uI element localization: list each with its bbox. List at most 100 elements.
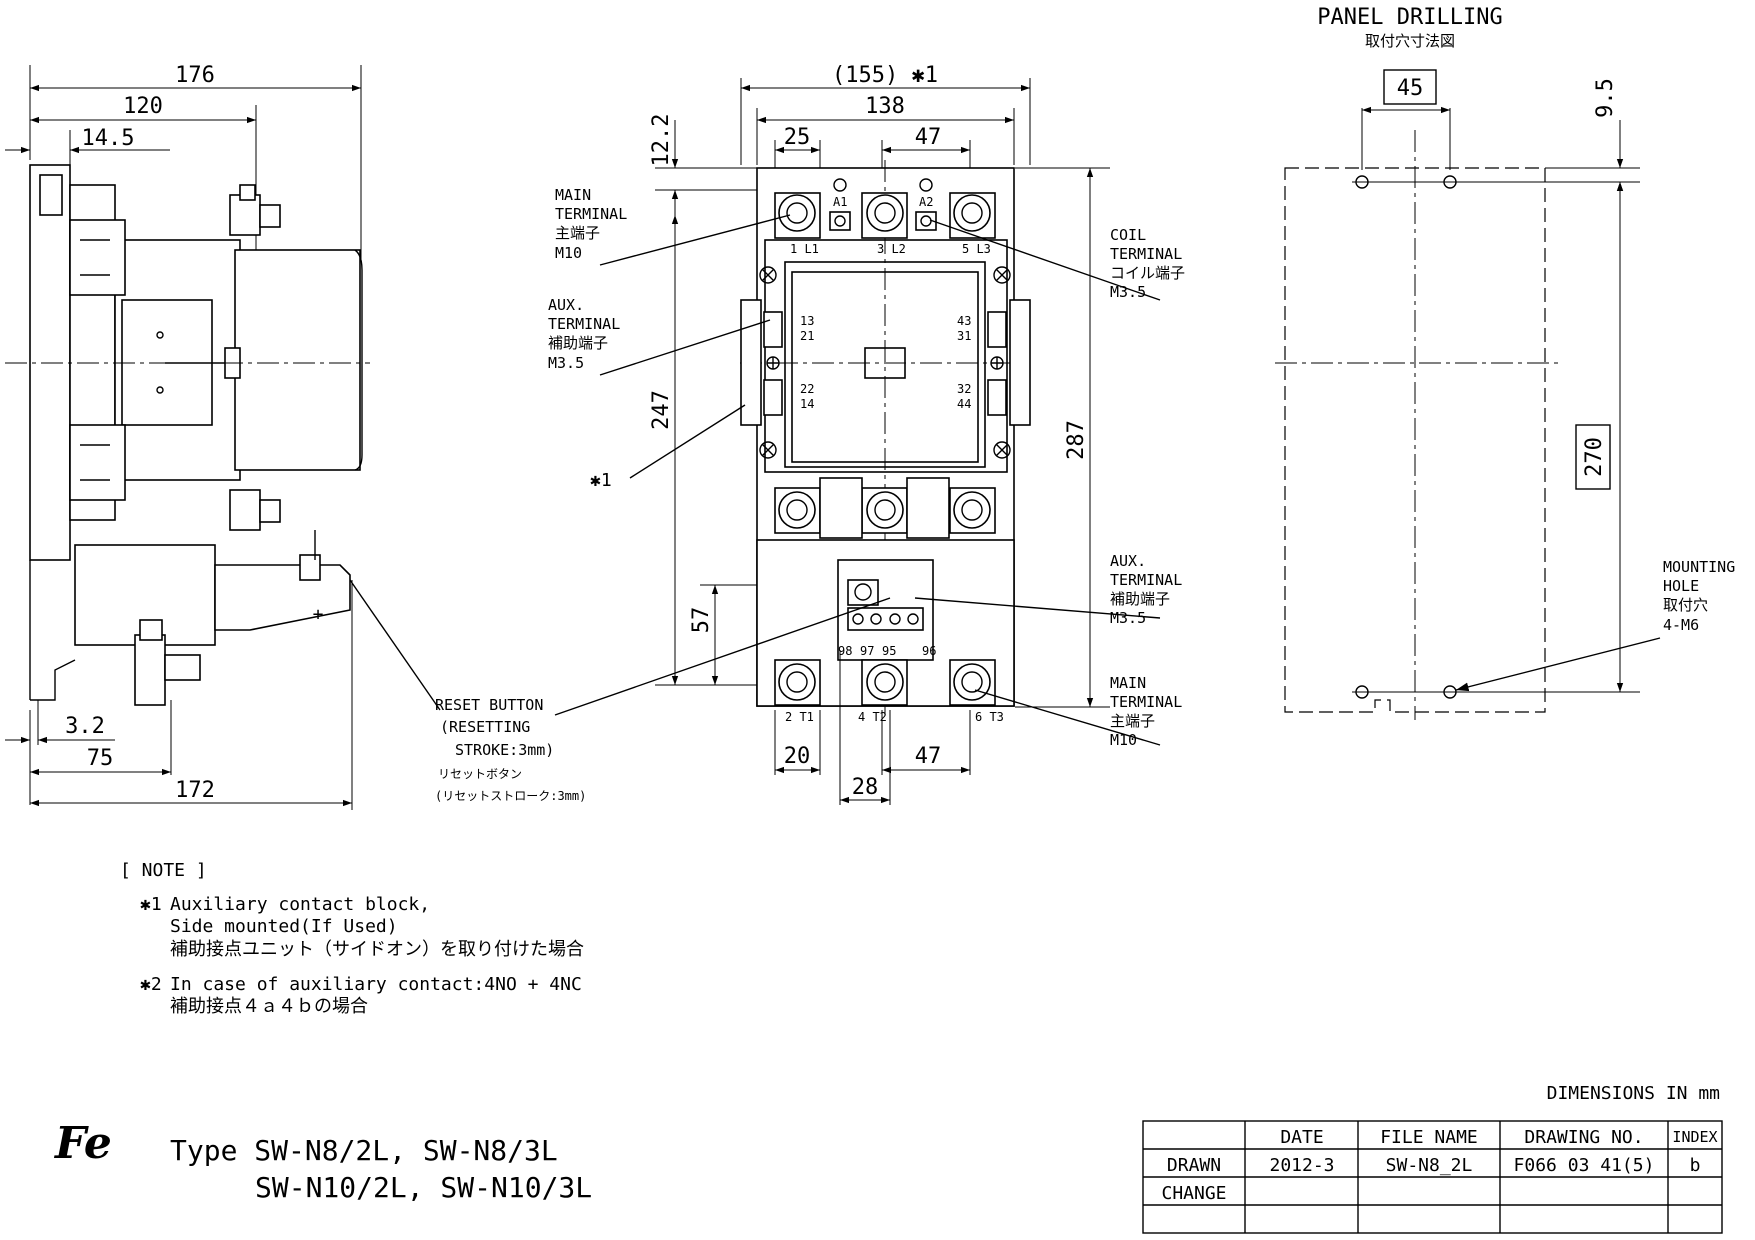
top-terminals bbox=[774, 178, 996, 239]
mount-label-4: 4-M6 bbox=[1663, 616, 1699, 634]
note1-mark: ✱1 bbox=[140, 894, 162, 915]
label-96: 96 bbox=[922, 644, 936, 658]
th-drawing: DRAWING NO. bbox=[1524, 1127, 1643, 1148]
bottom-terminals bbox=[774, 659, 996, 706]
svg-text:AUX.: AUX. bbox=[548, 296, 584, 314]
label-95: 95 bbox=[882, 644, 896, 658]
svg-text:主端子: 主端子 bbox=[555, 224, 600, 242]
callout-aux-right: AUX. TERMINAL 補助端子 M3.5 bbox=[1110, 552, 1182, 627]
svg-text:補助端子: 補助端子 bbox=[548, 334, 608, 352]
label-t3: 6 T3 bbox=[975, 710, 1004, 724]
label-21: 21 bbox=[800, 329, 814, 343]
dim-176: 176 bbox=[175, 63, 215, 88]
panel-dim-270: 270 bbox=[1582, 437, 1607, 477]
panel-title: PANEL DRILLING bbox=[1317, 5, 1502, 30]
svg-text:AUX.: AUX. bbox=[1110, 552, 1146, 570]
dim-47-bottom: 47 bbox=[915, 744, 942, 769]
row-drawn-date: 2012-3 bbox=[1269, 1155, 1334, 1176]
dim-28: 28 bbox=[852, 775, 879, 800]
label-13: 13 bbox=[800, 314, 814, 328]
label-t1: 2 T1 bbox=[785, 710, 814, 724]
fe-logo: Fe bbox=[53, 1118, 112, 1169]
dim-75: 75 bbox=[87, 746, 114, 771]
note2-line2: 補助接点４ａ４ｂの場合 bbox=[170, 996, 368, 1017]
callout-reset: RESET BUTTON (RESETTING STROKE:3mm) リセット… bbox=[435, 696, 586, 803]
dim-25: 25 bbox=[784, 125, 811, 150]
notes-header: [ NOTE ] bbox=[120, 860, 207, 881]
label-a1: A1 bbox=[833, 195, 847, 209]
dim-172: 172 bbox=[175, 778, 215, 803]
type-line-1: Type SW-N8/2L, SW-N8/3L bbox=[170, 1134, 558, 1167]
row-drawn-index: b bbox=[1690, 1155, 1701, 1176]
row-change-label: CHANGE bbox=[1161, 1183, 1226, 1204]
plus-mark: + bbox=[313, 604, 324, 625]
dim-14-5: 14.5 bbox=[82, 126, 135, 151]
svg-text:主端子: 主端子 bbox=[1110, 712, 1155, 730]
callout-aux-left: AUX. TERMINAL 補助端子 M3.5 bbox=[548, 296, 620, 372]
svg-text:M3.5: M3.5 bbox=[1110, 609, 1146, 627]
svg-text:M3.5: M3.5 bbox=[1110, 283, 1146, 301]
mount-label-2: HOLE bbox=[1663, 577, 1699, 595]
callout-star1: ✱1 bbox=[590, 470, 612, 491]
label-32: 32 bbox=[957, 382, 971, 396]
notes: [ NOTE ] ✱1 Auxiliary contact block, Sid… bbox=[120, 860, 584, 1017]
dim-155: (155) ✱1 bbox=[832, 63, 938, 88]
svg-text:STROKE:3mm): STROKE:3mm) bbox=[455, 741, 554, 759]
label-l2: 3 L2 bbox=[877, 242, 906, 256]
svg-text:TERMINAL: TERMINAL bbox=[1110, 571, 1182, 589]
units-label: DIMENSIONS IN mm bbox=[1547, 1083, 1720, 1104]
th-date: DATE bbox=[1280, 1127, 1323, 1148]
label-31: 31 bbox=[957, 329, 971, 343]
label-l1: 1 L1 bbox=[790, 242, 819, 256]
panel-dim-9-5: 9.5 bbox=[1593, 78, 1618, 118]
mount-label-3: 取付穴 bbox=[1663, 596, 1708, 614]
th-file: FILE NAME bbox=[1380, 1127, 1478, 1148]
note1-line3: 補助接点ユニット（サイドオン）を取り付けた場合 bbox=[170, 939, 584, 960]
panel-dim-45: 45 bbox=[1397, 76, 1424, 101]
svg-text:COIL: COIL bbox=[1110, 226, 1146, 244]
note2-line1: In case of auxiliary contact:4NO + 4NC bbox=[170, 974, 582, 995]
label-44: 44 bbox=[957, 397, 971, 411]
front-view: (155) ✱1 138 25 47 12.2 247 287 57 bbox=[349, 63, 1161, 805]
dim-138: 138 bbox=[865, 94, 905, 119]
label-l3: 5 L3 bbox=[962, 242, 991, 256]
dim-47-top: 47 bbox=[915, 125, 942, 150]
dim-287: 287 bbox=[1064, 420, 1089, 460]
note2-mark: ✱2 bbox=[140, 974, 162, 995]
middle-terminals bbox=[774, 477, 996, 539]
svg-text:RESET BUTTON: RESET BUTTON bbox=[435, 696, 543, 714]
svg-text:コイル端子: コイル端子 bbox=[1110, 264, 1185, 282]
svg-text:TERMINAL: TERMINAL bbox=[1110, 693, 1182, 711]
svg-text:TERMINAL: TERMINAL bbox=[555, 205, 627, 223]
svg-text:M10: M10 bbox=[1110, 731, 1137, 749]
panel-drilling: PANEL DRILLING 取付穴寸法図 45 9.5 270 MOUNTIN… bbox=[1275, 5, 1735, 720]
callout-main-top: MAIN TERMINAL 主端子 M10 bbox=[555, 186, 627, 262]
callout-main-bottom: MAIN TERMINAL 主端子 M10 bbox=[1110, 674, 1182, 749]
side-screws bbox=[759, 266, 1011, 459]
th-index: INDEX bbox=[1672, 1128, 1717, 1146]
dim-3-2: 3.2 bbox=[65, 714, 105, 739]
title-block: Fe Type SW-N8/2L, SW-N8/3L SW-N10/2L, SW… bbox=[53, 1083, 1723, 1234]
svg-text:M10: M10 bbox=[555, 244, 582, 262]
svg-text:MAIN: MAIN bbox=[1110, 674, 1146, 692]
svg-text:(リセットストローク:3mm): (リセットストローク:3mm) bbox=[435, 789, 586, 803]
dim-12-2: 12.2 bbox=[649, 114, 674, 167]
label-22: 22 bbox=[800, 382, 814, 396]
mount-label-1: MOUNTING bbox=[1663, 558, 1735, 576]
label-98: 98 bbox=[838, 644, 852, 658]
svg-text:(RESETTING: (RESETTING bbox=[440, 718, 530, 736]
note1-line2: Side mounted(If Used) bbox=[170, 916, 398, 937]
label-t2: 4 T2 bbox=[858, 710, 887, 724]
row-drawn-label: DRAWN bbox=[1167, 1155, 1221, 1176]
svg-text:MAIN: MAIN bbox=[555, 186, 591, 204]
svg-text:TERMINAL: TERMINAL bbox=[548, 315, 620, 333]
row-drawn-file: SW-N8_2L bbox=[1386, 1155, 1473, 1176]
type-line-2: SW-N10/2L, SW-N10/3L bbox=[255, 1171, 592, 1204]
note1-line1: Auxiliary contact block, bbox=[170, 894, 430, 915]
svg-text:M3.5: M3.5 bbox=[548, 354, 584, 372]
callout-coil: COIL TERMINAL コイル端子 M3.5 bbox=[1110, 226, 1185, 301]
dim-57: 57 bbox=[689, 607, 714, 634]
side-view: 176 120 14.5 bbox=[5, 63, 370, 810]
dim-120: 120 bbox=[123, 94, 163, 119]
